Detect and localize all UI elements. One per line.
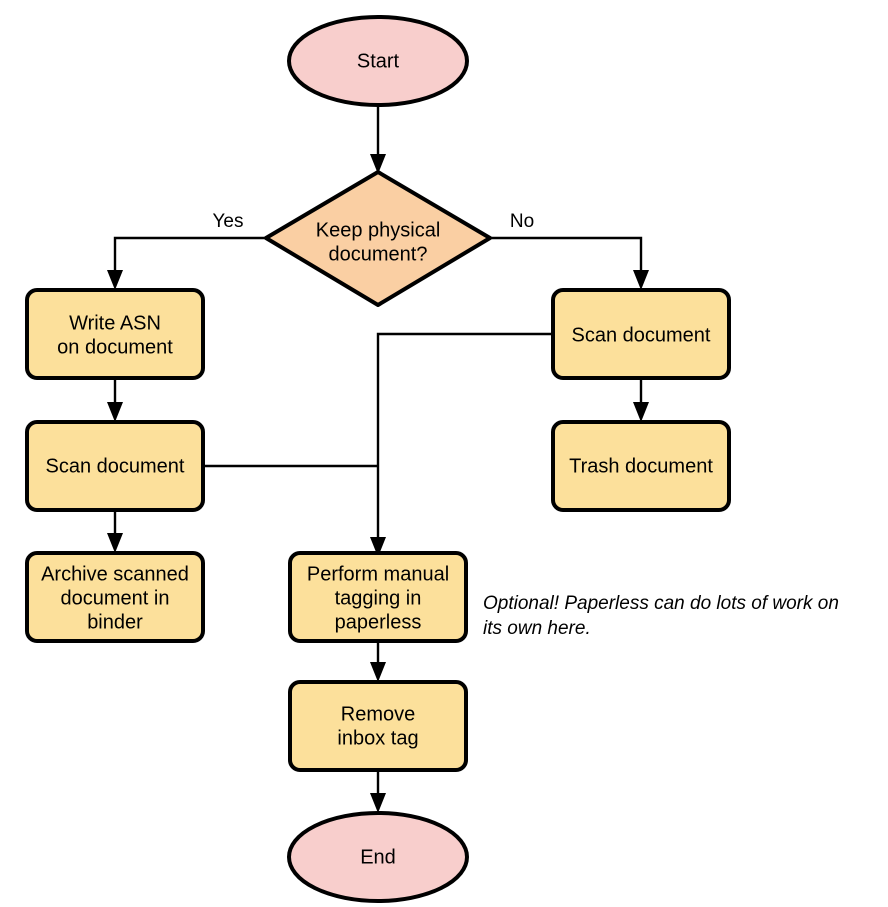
remove-inbox-tag-box-shape [288, 680, 468, 772]
arrowhead-scanleft-archive [107, 533, 123, 553]
edge-scan-right-to-trash [633, 378, 649, 422]
node-remove-inbox-tag[interactable]: Remove inbox tag [288, 680, 468, 772]
node-manual-tagging[interactable]: Perform manual tagging in paperless [288, 551, 468, 643]
decision-label-line2: document? [329, 243, 428, 265]
decision-label-line1: Keep physical [316, 219, 441, 241]
node-write-asn[interactable]: Write ASN on document [25, 288, 205, 380]
note-line2: its own here. [483, 618, 591, 639]
end-label: End [360, 846, 396, 868]
note-line1: Optional! Paperless can do lots of work … [483, 593, 839, 614]
write-asn-label-line1: Write ASN [69, 312, 161, 334]
archive-binder-label-line2: document in [61, 587, 170, 609]
node-end[interactable]: End [287, 811, 469, 903]
edge-write-asn-to-scan-left [107, 378, 123, 422]
node-archive-binder[interactable]: Archive scanned document in binder [25, 551, 205, 643]
edge-scan-right-to-manual-tagging [370, 332, 553, 557]
edge-label-yes: Yes [213, 211, 244, 232]
arrowhead-yes [107, 270, 123, 290]
edge-line-yes [113, 236, 266, 279]
arrowhead-start-decision [370, 154, 386, 174]
arrowhead-scanright-trash [633, 402, 649, 422]
manual-tagging-label-line2: tagging in [335, 587, 422, 609]
remove-inbox-tag-label-line2: inbox tag [337, 727, 418, 749]
start-label: Start [357, 50, 400, 72]
annotation-note: Optional! Paperless can do lots of work … [483, 593, 839, 639]
arrowhead-removetag-end [370, 793, 386, 813]
edge-label-no: No [510, 211, 534, 232]
node-start[interactable]: Start [287, 15, 469, 107]
arrowhead-no [633, 270, 649, 290]
edge-scan-left-to-archive [107, 510, 123, 553]
edge-decision-yes-to-write-asn [107, 236, 266, 290]
node-scan-document-left[interactable]: Scan document [25, 420, 205, 512]
write-asn-label-line2: on document [57, 336, 173, 358]
edge-line-no [490, 236, 643, 279]
write-asn-box-shape [25, 288, 205, 380]
scan-document-left-label: Scan document [46, 455, 185, 477]
edge-decision-no-to-scan-right [490, 236, 649, 290]
manual-tagging-box-shape [288, 551, 468, 643]
arrowhead-tagging-removetag [370, 662, 386, 682]
node-scan-document-right[interactable]: Scan document [551, 288, 731, 380]
node-keep-physical-document-decision[interactable]: Keep physical document? [264, 170, 492, 307]
trash-document-label: Trash document [569, 455, 713, 477]
scan-document-right-label: Scan document [572, 324, 711, 346]
remove-inbox-tag-label-line1: Remove [341, 703, 415, 725]
archive-binder-label-line1: Archive scanned [41, 563, 189, 585]
arrowhead-writeasn-scanleft [107, 402, 123, 422]
manual-tagging-label-line1: Perform manual [307, 563, 449, 585]
edge-line-scanright-tagging [376, 332, 553, 546]
decision-diamond-shape [264, 170, 492, 307]
manual-tagging-label-line3: paperless [335, 611, 422, 633]
node-trash-document[interactable]: Trash document [551, 420, 731, 512]
edge-manual-tagging-to-remove-inbox-tag [370, 641, 386, 682]
archive-binder-label-line3: binder [87, 611, 143, 633]
edge-start-to-decision [370, 104, 386, 174]
scan-document-left-box-shape [25, 420, 205, 512]
scan-document-right-box-shape [551, 288, 731, 380]
archive-binder-box-shape [25, 551, 205, 643]
arrowhead-merge-tagging [370, 537, 386, 557]
edge-remove-inbox-tag-to-end [370, 770, 386, 813]
start-ellipse-shape [287, 15, 469, 107]
end-ellipse-shape [287, 811, 469, 903]
trash-document-box-shape [551, 420, 731, 512]
